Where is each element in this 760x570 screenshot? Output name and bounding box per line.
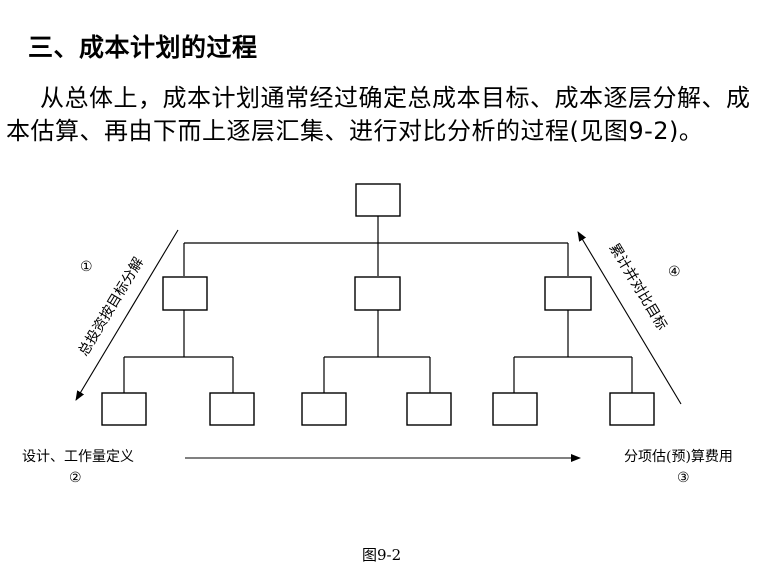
level2-box-middle xyxy=(354,276,401,311)
leaf-box xyxy=(609,392,655,426)
level2-box-left xyxy=(162,276,208,311)
section-title: 三、成本计划的过程 xyxy=(28,33,258,62)
step-number-2: ② xyxy=(69,470,82,486)
figure-caption: 图9-2 xyxy=(362,546,401,564)
right-diagonal-arrow xyxy=(577,231,682,405)
step-number-4: ④ xyxy=(668,264,681,280)
leaf-box xyxy=(209,392,255,426)
right-arrow-label: 累计并对比目标 xyxy=(606,241,670,333)
step-number-1: ① xyxy=(80,259,93,275)
step-number-3: ③ xyxy=(677,470,690,486)
body-paragraph: 从总体上，成本计划通常经过确定总成本目标、成本逐层分解、成本估算、再由下而上逐层… xyxy=(6,84,751,145)
leaf-box xyxy=(301,392,347,426)
leaf-box xyxy=(492,392,538,426)
bottom-left-label: 设计、工作量定义 xyxy=(22,449,134,465)
level2-box-right xyxy=(544,276,592,311)
leaf-box xyxy=(406,392,452,426)
leaf-box xyxy=(101,392,147,426)
root-box xyxy=(355,183,401,217)
left-diagonal-arrow xyxy=(75,229,179,401)
hierarchy-connectors xyxy=(123,216,633,393)
bottom-right-label: 分项估(预)算费用 xyxy=(624,449,733,465)
